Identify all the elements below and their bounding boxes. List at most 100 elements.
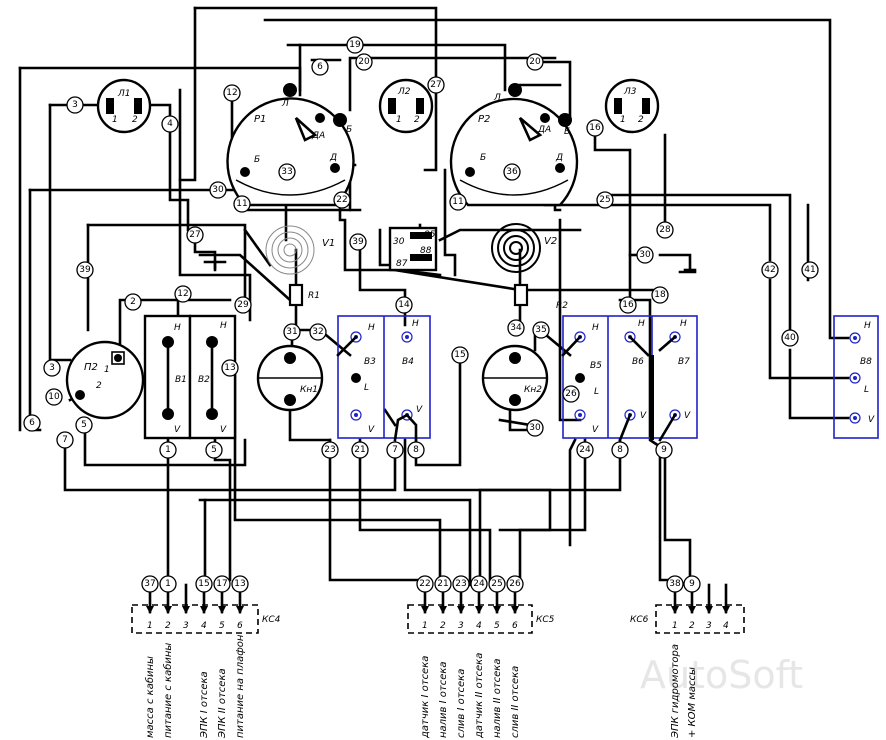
connector-kc5-caption: слив I отсека xyxy=(456,669,467,738)
svg-text:8: 8 xyxy=(413,445,419,455)
wire-tag-8b: 8 xyxy=(611,441,629,459)
wire-tag-27b: 27 xyxy=(186,226,204,244)
relay-box-30: 30 xyxy=(393,237,405,247)
button-kn1-label: Кн1 xyxy=(300,385,318,395)
connector-kc5-caption: налив I отсека xyxy=(438,661,449,738)
wire-tag-19a: 19 xyxy=(346,36,364,54)
wire-tag-39a: 39 xyxy=(349,233,367,251)
lamp-l1-pin1: 1 xyxy=(112,115,118,125)
watermark: AutoSoft xyxy=(640,653,803,697)
wire-tag-7b: 7 xyxy=(386,441,404,459)
connector-kc4-wire-tag xyxy=(141,575,159,593)
svg-text:12: 12 xyxy=(177,289,188,299)
relay-box: 30 85 88 87 xyxy=(388,226,438,272)
svg-text:25: 25 xyxy=(599,195,610,205)
switch-block-b3-b4: H B3 L V H B4 V xyxy=(336,315,431,442)
connector-kc4-pin: 3 xyxy=(183,621,189,631)
svg-text:16: 16 xyxy=(589,123,601,133)
relay-p1-term-da: ДА xyxy=(311,131,325,141)
button-kn2: Кн2 xyxy=(481,344,549,412)
switch-b5-label: B5 xyxy=(590,361,602,371)
wire-tag-1: 1 xyxy=(159,441,177,459)
wire-tag-7: 7 xyxy=(56,431,74,449)
relay-p2-term-d: Д xyxy=(555,153,563,163)
svg-text:29: 29 xyxy=(237,300,249,310)
wire-tags: 3 4 12 6 19 20 27 20 16 30 11 33 22 11 3… xyxy=(23,36,819,459)
connector-kc6-arrow xyxy=(688,606,696,614)
svg-text:7: 7 xyxy=(62,435,68,445)
svg-text:1: 1 xyxy=(165,445,171,455)
wire-tag-8a: 8 xyxy=(407,441,425,459)
switch-p2-pin2: 2 xyxy=(96,381,102,391)
svg-text:11: 11 xyxy=(452,197,463,207)
connector-kc4-label: КС4 xyxy=(262,615,281,625)
connector-kc5-caption: налив II отсека xyxy=(492,659,503,738)
connector-kc5-pin: 1 xyxy=(422,621,428,631)
connector-kc5-pin: 6 xyxy=(512,621,518,631)
connector-kc6-wire-tag xyxy=(683,575,701,593)
relay-p2-term-b2: Б xyxy=(480,153,486,163)
valve-v1: V1 xyxy=(265,225,335,275)
svg-text:7: 7 xyxy=(392,445,398,455)
resistor-r1: R1 xyxy=(288,283,320,307)
wire-tag-15a: 15 xyxy=(451,346,469,364)
switch-b3-bottom: V xyxy=(368,425,375,435)
svg-text:30: 30 xyxy=(529,423,541,433)
svg-text:22: 22 xyxy=(336,195,347,205)
connector-kc6-label: КС6 xyxy=(630,615,649,625)
connector-kc5-wire-tag-text: 21 xyxy=(437,579,448,589)
connector-kc6-pin: 1 xyxy=(672,621,678,631)
wire-tag-40: 40 xyxy=(781,329,799,347)
connector-kc4-pin: 6 xyxy=(237,621,243,631)
svg-text:3: 3 xyxy=(72,100,78,110)
wire-tag-36: 36 xyxy=(503,163,521,181)
connector-kc5-wire-tag-text: 22 xyxy=(419,579,430,589)
svg-text:16: 16 xyxy=(622,300,634,310)
connector-kc4-wire-tag-text: 15 xyxy=(198,579,209,589)
svg-text:28: 28 xyxy=(659,225,671,235)
switch-b8-label: B8 xyxy=(860,357,872,367)
connector-kc5-frame xyxy=(407,604,533,634)
switch-b1-bottom: V xyxy=(174,425,181,435)
svg-text:20: 20 xyxy=(529,57,541,67)
switch-b6-top: H xyxy=(638,319,645,329)
wire-tag-33: 33 xyxy=(278,163,296,181)
svg-text:24: 24 xyxy=(579,445,591,455)
switch-p2-pin1: 1 xyxy=(104,365,110,375)
wire-tag-30a: 30 xyxy=(209,181,227,199)
wire-tag-29: 29 xyxy=(234,296,252,314)
wire-tag-31: 31 xyxy=(283,323,301,341)
connector-kc5-wire-tag xyxy=(434,575,452,593)
connector-kc5-wire-tag xyxy=(416,575,434,593)
wire-tag-9a: 9 xyxy=(655,441,673,459)
wire-tag-22a: 22 xyxy=(333,191,351,209)
connector-kc4-pin: 2 xyxy=(165,621,171,631)
svg-text:12: 12 xyxy=(226,88,237,98)
connector-kc5-arrow xyxy=(421,606,429,614)
switch-p2: П2 1 2 xyxy=(65,340,145,420)
wire-tag-23: 23 xyxy=(321,441,339,459)
relay-p1: Р1 Л Б ДА Б Д xyxy=(226,83,355,207)
switch-b4-bottom: V xyxy=(416,405,423,415)
switch-b8-term-l: L xyxy=(864,385,869,395)
connector-kc5-caption: слив II отсека xyxy=(510,666,521,738)
lamp-l2-pin1: 1 xyxy=(396,115,402,125)
relay-p1-term-b2: Б xyxy=(254,155,260,165)
connector-kc4-frame xyxy=(131,604,259,634)
connector-kc4-caption: масса с кабины xyxy=(144,656,156,738)
wire-tag-30c: 30 xyxy=(526,419,544,437)
connector-kc4-wire-tag-text: 1 xyxy=(165,579,171,589)
svg-text:41: 41 xyxy=(804,265,815,275)
svg-text:39: 39 xyxy=(352,237,364,247)
svg-text:20: 20 xyxy=(358,57,370,67)
wire-tag-25a: 25 xyxy=(596,191,614,209)
switch-p2-label: П2 xyxy=(84,362,98,373)
wire-tag-5: 5 xyxy=(75,416,93,434)
svg-text:32: 32 xyxy=(312,327,323,337)
relay-p2-term-da: ДА xyxy=(537,125,551,135)
wire-tag-14: 14 xyxy=(395,296,413,314)
wire-tag-6: 6 xyxy=(311,58,329,76)
connector-kc5-wire-tag xyxy=(470,575,488,593)
switch-b1-label: B1 xyxy=(175,375,187,385)
